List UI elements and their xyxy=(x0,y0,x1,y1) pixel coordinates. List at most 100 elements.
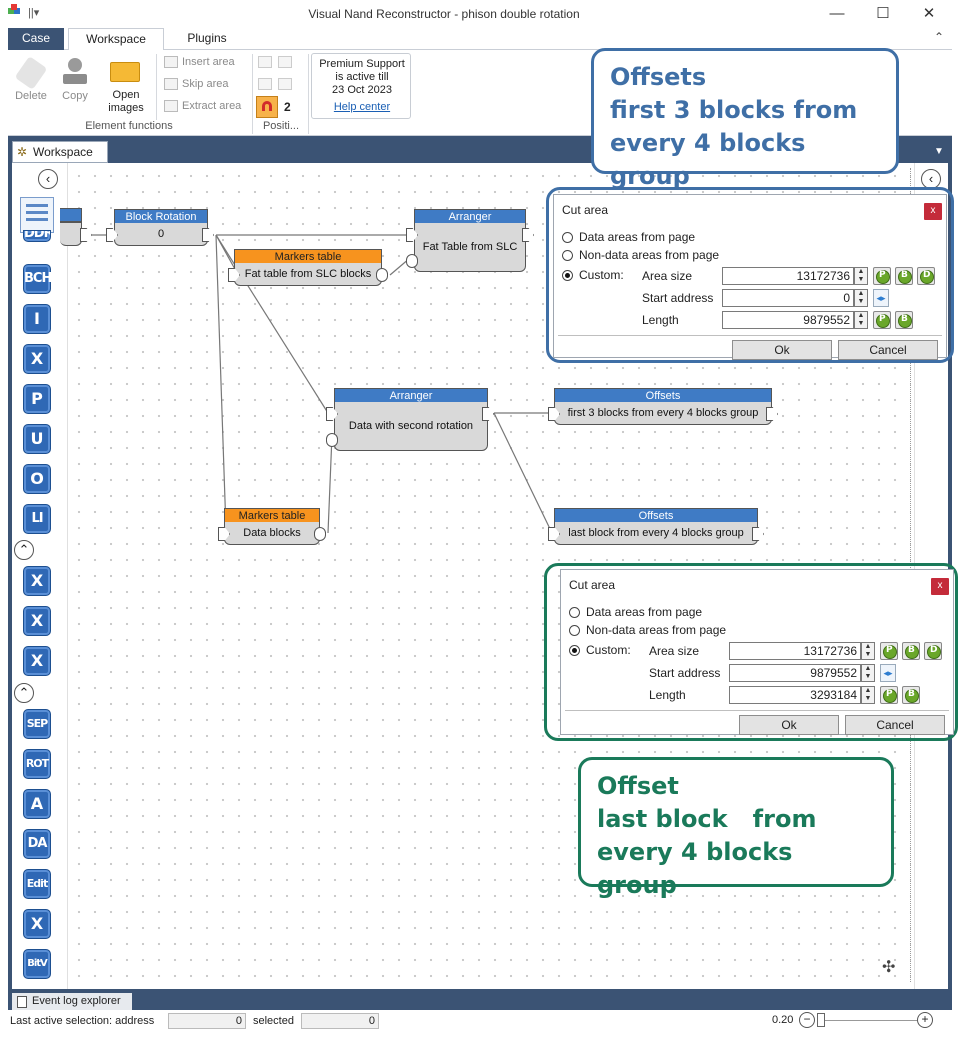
dialog-2-radio-custom[interactable] xyxy=(569,645,580,656)
dialog-1-length-spinner[interactable]: ▲▼ xyxy=(854,311,868,329)
toolbox-section-toggle-icon-2[interactable]: ⌃ xyxy=(14,683,34,703)
node-arranger-2-output-port[interactable] xyxy=(482,407,494,421)
node-offsets-1-input-port[interactable] xyxy=(548,407,560,421)
tab-workspace[interactable]: Workspace xyxy=(68,28,164,51)
dialog-2-area-size-field[interactable]: 13172736 xyxy=(729,642,861,660)
align-icon-1[interactable] xyxy=(258,56,272,68)
node-offsets-2-output-port[interactable] xyxy=(752,527,764,541)
tool-x-4[interactable]: X xyxy=(23,646,51,676)
node-markers-output-port[interactable] xyxy=(376,268,388,282)
node-offsets-1-output-port[interactable] xyxy=(766,407,778,421)
dialog-2-length-spinner[interactable]: ▲▼ xyxy=(861,686,875,704)
align-icon-4[interactable] xyxy=(278,78,292,90)
tool-x[interactable]: X xyxy=(23,344,51,374)
dialog-2-length-block-icon[interactable]: B xyxy=(902,686,920,704)
dialog-1-length-page-icon[interactable]: P xyxy=(873,311,891,329)
dialog-2-start-spinner[interactable]: ▲▼ xyxy=(861,664,875,682)
tool-p[interactable]: P xyxy=(23,384,51,414)
toolbox-section-toggle-icon[interactable]: ⌃ xyxy=(14,540,34,560)
dialog-1-length-field[interactable]: 9879552 xyxy=(722,311,854,329)
tool-i[interactable]: I xyxy=(23,304,51,334)
dialog-1-area-size-field[interactable]: 13172736 xyxy=(722,267,854,285)
dialog-2-start-nav-icon[interactable]: ◂▸ xyxy=(880,664,896,682)
dialog-1-start-field[interactable]: 0 xyxy=(722,289,854,307)
tool-li[interactable]: LI xyxy=(23,504,51,534)
tab-plugins[interactable]: Plugins xyxy=(187,31,227,45)
dialog-2-page-icon[interactable]: P xyxy=(880,642,898,660)
extract-area-button[interactable]: Extract area xyxy=(182,100,242,112)
node-block-rotation-output-port[interactable] xyxy=(202,228,214,242)
node-block-rotation-input-port[interactable] xyxy=(106,228,118,242)
tool-x-2[interactable]: X xyxy=(23,566,51,596)
skip-area-button[interactable]: Skip area xyxy=(182,78,229,90)
dialog-1-opt-non-data[interactable]: Non-data areas from page xyxy=(579,248,720,262)
zoom-in-icon[interactable]: + xyxy=(917,1012,933,1028)
dialog-1-dump-icon[interactable]: D xyxy=(917,267,935,285)
ribbon-collapse-icon[interactable]: ⌃ xyxy=(934,30,945,44)
tool-sep[interactable]: SEP xyxy=(23,709,51,739)
tool-edit[interactable]: Edit xyxy=(23,869,51,899)
dialog-1-block-icon[interactable]: B xyxy=(895,267,913,285)
tab-case[interactable]: Case xyxy=(8,28,64,50)
toolbox-list-icon[interactable] xyxy=(20,197,54,233)
node-markers-input-port[interactable] xyxy=(228,268,240,282)
dialog-1-cancel-button[interactable]: Cancel xyxy=(838,340,938,360)
dialog-2-opt-data-areas[interactable]: Data areas from page xyxy=(586,605,703,619)
tool-bch[interactable]: BCH xyxy=(23,264,52,294)
dialog-2-close-button[interactable]: x xyxy=(931,578,949,595)
node-arranger-fat-table[interactable]: Arranger Fat Table from SLC xyxy=(414,209,526,272)
tool-u[interactable]: U xyxy=(23,424,51,454)
dialog-2-dump-icon[interactable]: D xyxy=(924,642,942,660)
dialog-1-close-button[interactable]: x xyxy=(924,203,942,220)
tool-rot[interactable]: ROT xyxy=(23,749,51,779)
node-markers-fat-table[interactable]: Markers table Fat table from SLC blocks xyxy=(234,249,382,286)
open-images-button[interactable] xyxy=(110,58,140,82)
dialog-1-page-icon[interactable]: P xyxy=(873,267,891,285)
node-partial-output-port[interactable] xyxy=(80,228,92,242)
dialog-2-area-size-spinner[interactable]: ▲▼ xyxy=(861,642,875,660)
panel-menu-icon[interactable]: ▼ xyxy=(934,146,944,157)
tool-ddr-partial[interactable]: DDR xyxy=(23,230,51,242)
tool-o[interactable]: O xyxy=(23,464,51,494)
dialog-1-start-nav-icon[interactable]: ◂▸ xyxy=(873,289,889,307)
node-arranger-2-input-port-2[interactable] xyxy=(326,433,338,447)
dialog-1-area-size-spinner[interactable]: ▲▼ xyxy=(854,267,868,285)
node-markers-2-output-port[interactable] xyxy=(314,527,326,541)
dialog-2-start-field[interactable]: 9879552 xyxy=(729,664,861,682)
dialog-1-length-block-icon[interactable]: B xyxy=(895,311,913,329)
dialog-2-cancel-button[interactable]: Cancel xyxy=(845,715,945,735)
maximize-button[interactable]: ☐ xyxy=(876,5,890,22)
dialog-2-block-icon[interactable]: B xyxy=(902,642,920,660)
close-button[interactable]: ✕ xyxy=(922,5,936,22)
help-center-link[interactable]: Help center xyxy=(333,101,391,113)
dialog-1-opt-data-areas[interactable]: Data areas from page xyxy=(579,230,696,244)
dialog-2-radio-data-areas[interactable] xyxy=(569,607,580,618)
copy-button[interactable] xyxy=(60,56,90,88)
dialog-2-ok-button[interactable]: Ok xyxy=(739,715,839,735)
dialog-2-length-page-icon[interactable]: P xyxy=(880,686,898,704)
tool-a[interactable]: A xyxy=(23,789,51,819)
node-arranger-input-port-2[interactable] xyxy=(406,254,418,268)
tool-x-3[interactable]: X xyxy=(23,606,51,636)
insert-area-button[interactable]: Insert area xyxy=(182,56,235,68)
tool-bitv[interactable]: BitV xyxy=(23,949,51,979)
align-icon-2[interactable] xyxy=(278,56,292,68)
dialog-2-radio-non-data[interactable] xyxy=(569,625,580,636)
magnet-icon[interactable] xyxy=(256,96,278,118)
node-block-rotation[interactable]: Block Rotation 0 xyxy=(114,209,208,246)
dialog-1-opt-custom[interactable]: Custom: xyxy=(579,268,624,282)
minimize-button[interactable]: — xyxy=(829,5,845,22)
quick-access-icon[interactable]: ||▾ xyxy=(28,7,40,19)
node-offsets-first-3[interactable]: Offsets first 3 blocks from every 4 bloc… xyxy=(554,388,772,425)
node-markers-data-blocks[interactable]: Markers table Data blocks xyxy=(224,508,320,545)
node-partial[interactable] xyxy=(60,222,82,246)
dialog-2-opt-non-data[interactable]: Non-data areas from page xyxy=(586,623,727,637)
zoom-out-icon[interactable]: − xyxy=(799,1012,815,1028)
node-offsets-last-block[interactable]: Offsets last block from every 4 blocks g… xyxy=(554,508,758,545)
node-markers-2-input-port[interactable] xyxy=(218,527,230,541)
toolbox-collapse-icon[interactable]: ‹ xyxy=(38,169,58,189)
node-offsets-2-input-port[interactable] xyxy=(548,527,560,541)
dialog-1-start-spinner[interactable]: ▲▼ xyxy=(854,289,868,307)
tool-da[interactable]: DA xyxy=(23,829,51,859)
tool-x-5[interactable]: X xyxy=(23,909,51,939)
